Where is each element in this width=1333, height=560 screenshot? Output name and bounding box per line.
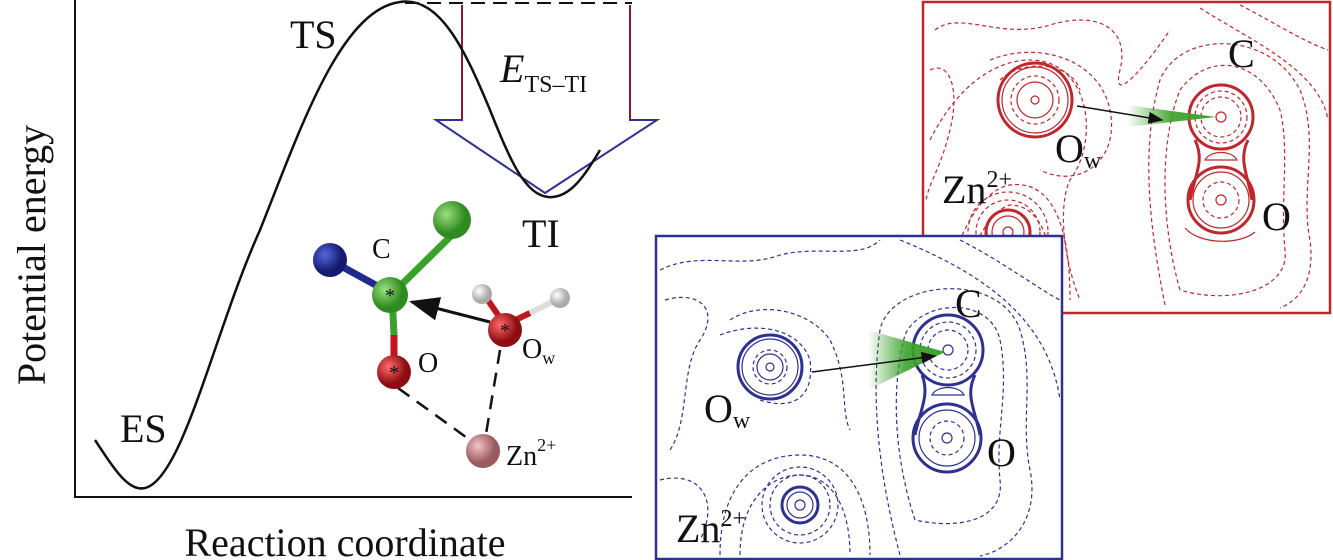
- red-label-ow-sub: w: [1084, 148, 1102, 174]
- mol-label-o: O: [418, 348, 438, 379]
- attack-arrow: [409, 297, 491, 324]
- red-label-zn: Zn2+: [942, 167, 1012, 212]
- barrier-label: ETS–TI: [499, 46, 587, 98]
- ti-density-panel-blue: C O Ow Zn2+: [654, 234, 1064, 560]
- attack-arrow: [1076, 105, 1164, 124]
- zinc-ion: [466, 434, 500, 468]
- oxygen-atom: [377, 355, 411, 389]
- blue-label-c: C: [955, 281, 982, 326]
- energy-diagram: Potential energy Reaction coordinate TS …: [9, 0, 661, 560]
- carbon-substituent-atom: [433, 201, 471, 239]
- mol-label-zn: Zn2+: [506, 435, 556, 472]
- blue-label-ow-sub: w: [733, 408, 751, 434]
- mol-label-zn-main: Zn: [506, 441, 537, 472]
- carbon-atom: [372, 277, 408, 313]
- red-label-o: O: [1262, 194, 1291, 239]
- label-ts: TS: [290, 12, 337, 57]
- attack-arrow: [811, 351, 937, 373]
- hydrogen-atom: [472, 284, 492, 304]
- mol-label-ow: Ow: [522, 334, 555, 368]
- asterisk-icon: *: [385, 285, 395, 307]
- blue-label-zn-sup: 2+: [720, 506, 746, 532]
- mol-label-zn-sup: 2+: [537, 435, 556, 455]
- blue-label-zn: Zn2+: [676, 506, 746, 551]
- x-axis-label: Reaction coordinate: [185, 520, 506, 560]
- mol-label-ow-main: O: [522, 334, 542, 365]
- red-label-zn-main: Zn: [942, 167, 986, 212]
- molecule-model: * * * C O Ow Zn2+: [313, 201, 570, 472]
- red-label-zn-sup: 2+: [986, 167, 1012, 193]
- red-label-c: C: [1228, 31, 1255, 76]
- label-ti: TI: [522, 211, 560, 256]
- mol-label-ow-sub: w: [542, 348, 555, 368]
- water-oxygen-atom: [488, 313, 522, 347]
- asterisk-icon: *: [500, 320, 510, 342]
- barrier-label-sub: TS–TI: [524, 72, 587, 98]
- barrier-label-main: E: [499, 46, 524, 91]
- energy-curve: [93, 0, 602, 490]
- barrier-arrow: [432, 5, 661, 195]
- label-es: ES: [120, 406, 167, 451]
- red-label-ow-main: O: [1055, 126, 1084, 171]
- blue-label-o: O: [987, 430, 1016, 475]
- hydrogen-atom: [550, 288, 570, 308]
- blue-label-ow-main: O: [704, 386, 733, 431]
- mol-label-c: C: [372, 234, 391, 265]
- y-axis-label: Potential energy: [9, 125, 54, 385]
- red-label-ow: Ow: [1055, 126, 1102, 174]
- asterisk-icon: *: [389, 362, 399, 384]
- blue-label-ow: Ow: [704, 386, 751, 434]
- nitrogen-atom: [313, 243, 347, 277]
- blue-label-zn-main: Zn: [676, 506, 720, 551]
